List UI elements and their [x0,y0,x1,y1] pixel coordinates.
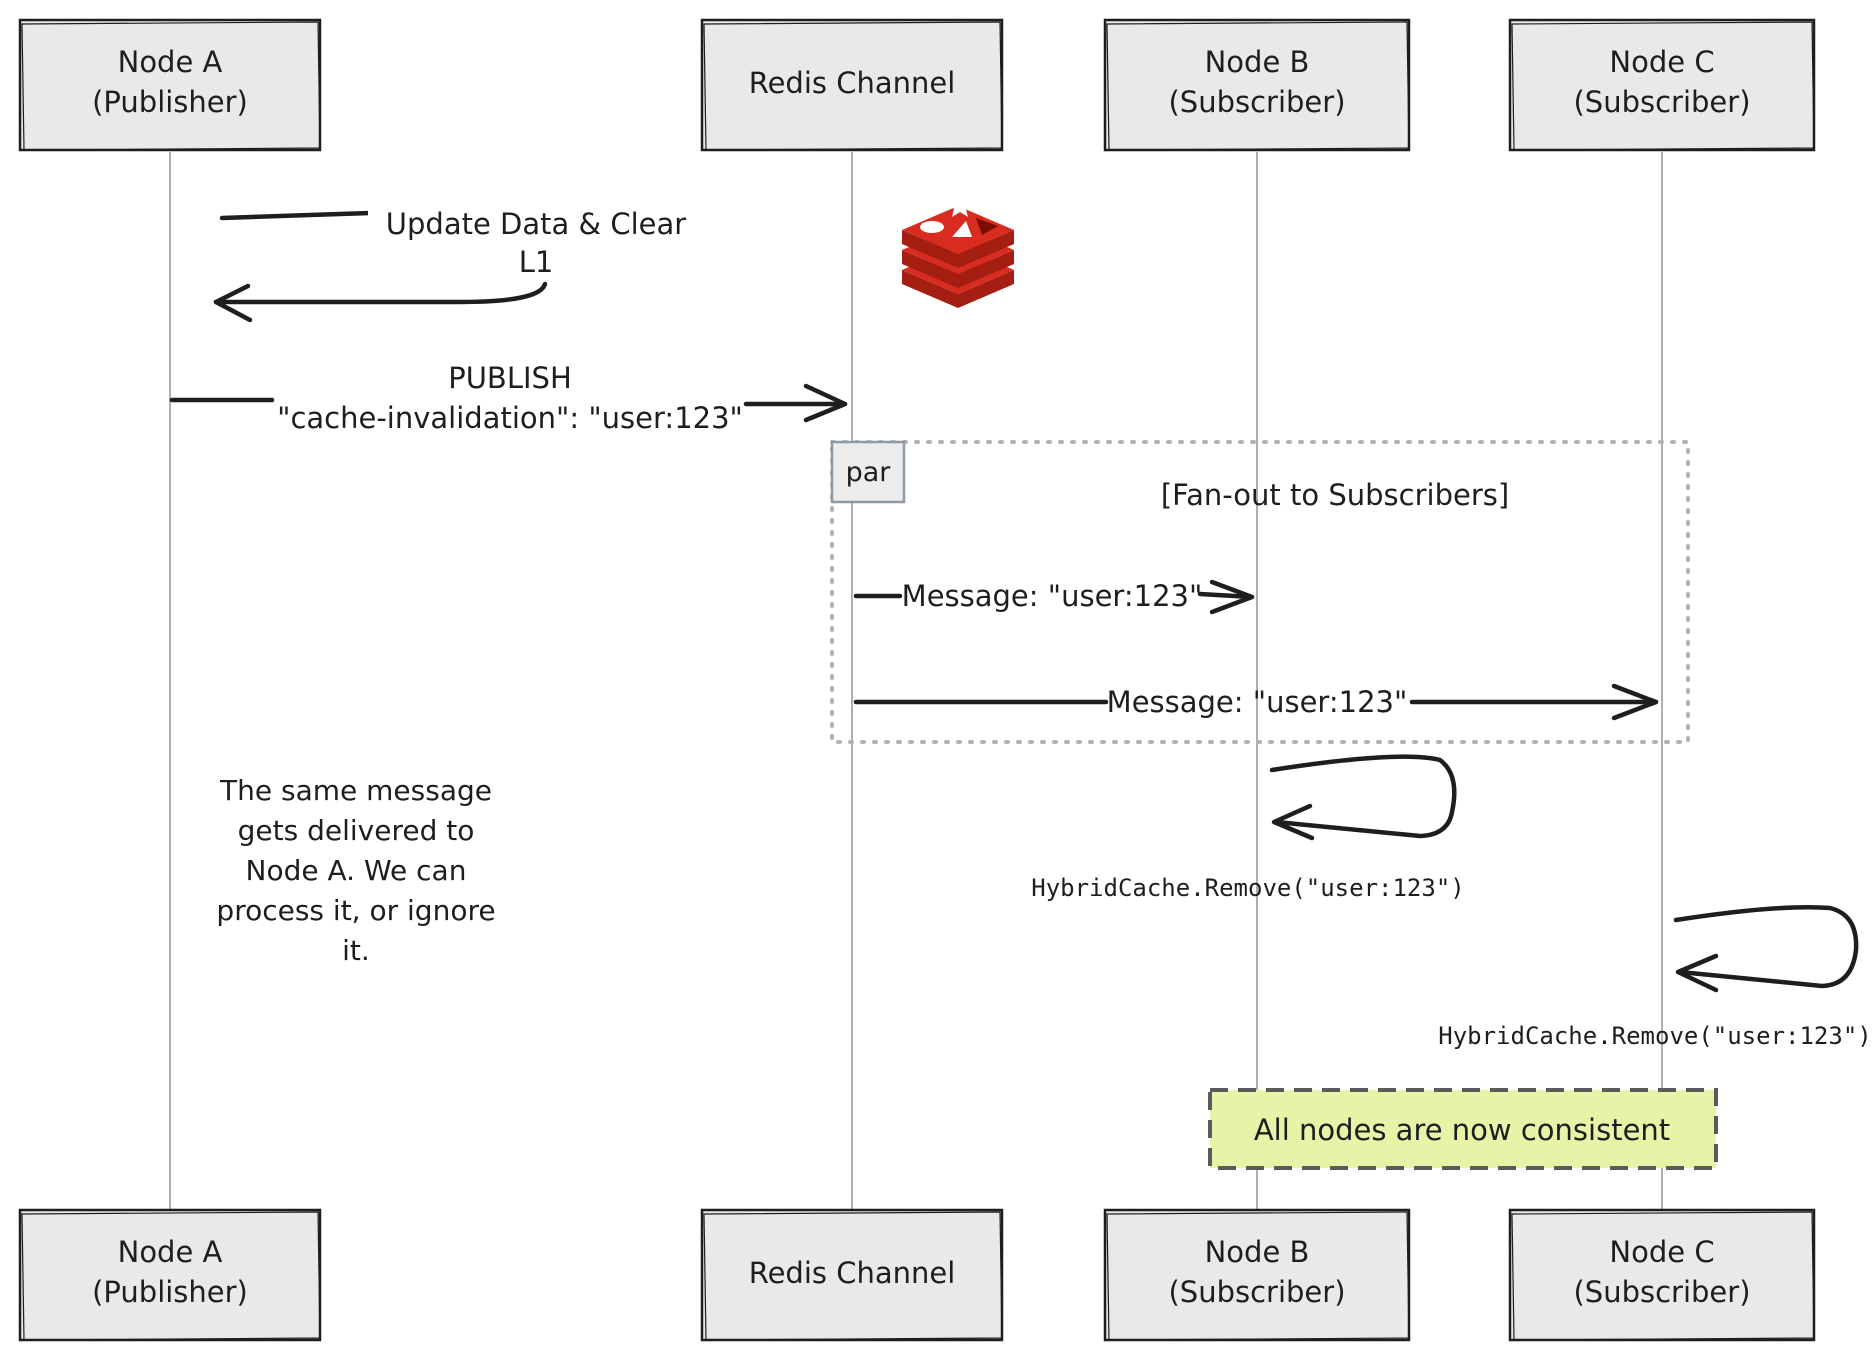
participant-top-node-b: Node B (Subscriber) [1103,18,1411,152]
participant-label: Node C [1609,45,1714,79]
participant-bottom-redis: Redis Channel [700,1208,1004,1342]
message-label: "cache-invalidation": "user:123" [277,401,743,435]
message-publish: PUBLISH "cache-invalidation": "user:123" [169,361,848,435]
participant-top-redis: Redis Channel [700,18,1004,152]
par-condition: [Fan-out to Subscribers] [1161,478,1509,512]
message-remove-node-c: HybridCache.Remove("user:123") [1438,904,1872,1050]
message-fanout-node-b: Message: "user:123" [853,579,1255,615]
message-label: Update Data & Clear [386,207,686,241]
participant-label: Node B [1205,45,1310,79]
note-node-a: The same message gets delivered to Node … [216,774,495,967]
participant-top-node-a: Node A (Publisher) [18,18,322,152]
participant-label: Node B [1205,1235,1310,1269]
participant-label: Redis Channel [749,1256,956,1290]
par-tag: par [846,457,892,488]
participant-bottom-node-b: Node B (Subscriber) [1103,1208,1411,1342]
participant-sublabel: (Publisher) [92,85,248,119]
redis-logo-icon [902,196,1014,308]
participant-label: Node A [118,1235,223,1269]
message-update-data: Update Data & Clear L1 [213,198,708,323]
participant-label: Redis Channel [749,66,956,100]
participant-sublabel: (Subscriber) [1168,85,1345,119]
note-line: process it, or ignore [216,894,495,927]
participant-bottom-node-a: Node A (Publisher) [18,1208,322,1342]
participant-top-node-c: Node C (Subscriber) [1508,18,1816,152]
message-remove-node-b: HybridCache.Remove("user:123") [1031,754,1465,902]
participant-label: Node C [1609,1235,1714,1269]
note-consistent: All nodes are now consistent [1208,1088,1718,1170]
participant-sublabel: (Subscriber) [1168,1275,1345,1309]
note-line: The same message [219,774,492,807]
message-label: HybridCache.Remove("user:123") [1031,874,1464,902]
message-label: Message: "user:123" [902,579,1203,613]
note-text: All nodes are now consistent [1254,1113,1670,1147]
note-line: Node A. We can [246,854,467,887]
par-block: par [Fan-out to Subscribers] [830,440,1690,744]
participant-bottom-node-c: Node C (Subscriber) [1508,1208,1816,1342]
participant-sublabel: (Subscriber) [1573,1275,1750,1309]
message-label: L1 [519,245,554,279]
message-label: Message: "user:123" [1107,685,1408,719]
participant-sublabel: (Subscriber) [1573,85,1750,119]
participant-sublabel: (Publisher) [92,1275,248,1309]
message-fanout-node-c: Message: "user:123" [853,683,1659,721]
note-line: it. [342,934,370,967]
message-label: HybridCache.Remove("user:123") [1438,1022,1871,1050]
message-label: PUBLISH [448,361,572,395]
note-line: gets delivered to [238,814,475,847]
participant-label: Node A [118,45,223,79]
